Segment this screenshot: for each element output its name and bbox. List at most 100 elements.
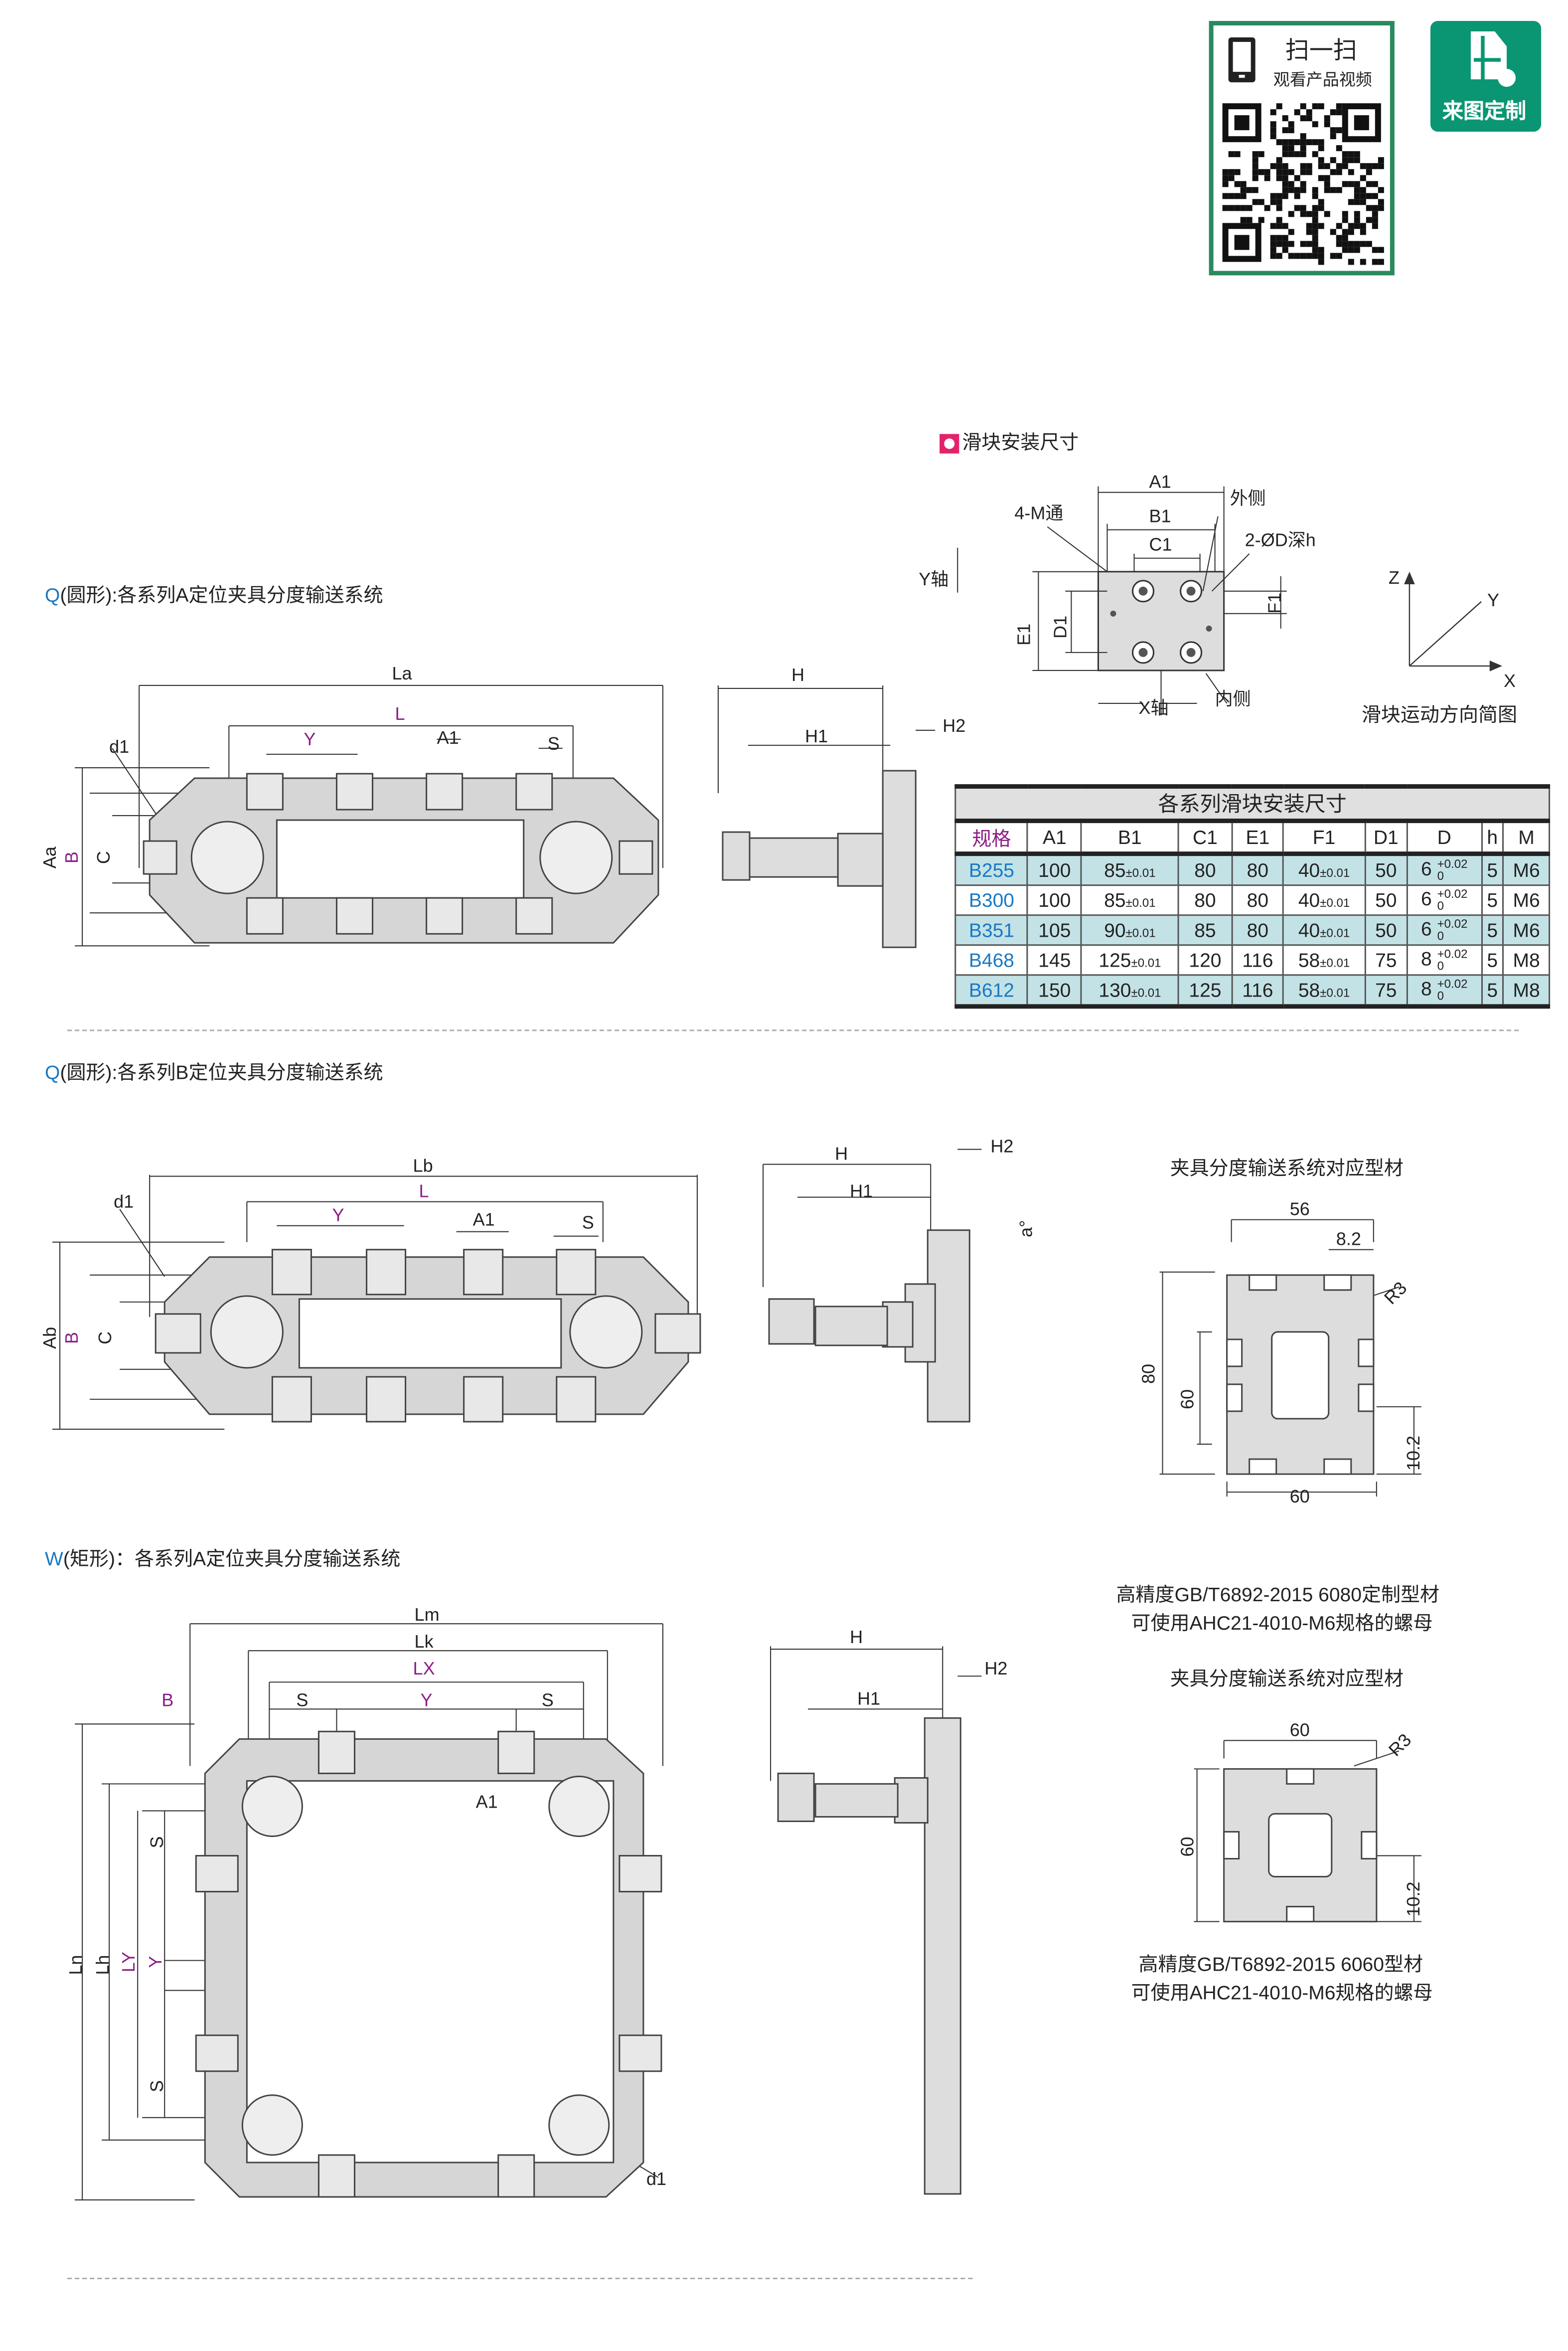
cell-a1: 105 bbox=[1027, 914, 1083, 946]
dim-h-outer: 80 bbox=[1138, 1363, 1159, 1384]
dim-b: B bbox=[61, 851, 83, 864]
cell-c1: 125 bbox=[1177, 974, 1233, 1009]
dim-lh: Lh bbox=[92, 1955, 114, 1975]
label-inner: 内侧 bbox=[1215, 688, 1251, 709]
dim-h: H bbox=[791, 664, 805, 685]
axis-x: X bbox=[1504, 670, 1516, 691]
cell-b1: 125±0.01 bbox=[1081, 944, 1179, 976]
cell-spec: B612 bbox=[954, 974, 1029, 1009]
profile-6080-drawing bbox=[1159, 1219, 1421, 1497]
col-header: B1 bbox=[1081, 820, 1179, 856]
cell-m: M6 bbox=[1503, 914, 1551, 946]
col-header: D bbox=[1407, 820, 1482, 856]
axis-y: Y bbox=[1487, 589, 1500, 611]
dim-h: H bbox=[835, 1143, 848, 1165]
dim-ab: Ab bbox=[39, 1327, 61, 1349]
profile1-line2: 可使用AHC21-4010-M6规格的螺母 bbox=[1131, 1612, 1433, 1635]
dim-depth: 10.2 bbox=[1403, 1435, 1424, 1471]
dim-l: L bbox=[395, 703, 405, 724]
profile2-line1: 高精度GB/T6892-2015 6060型材 bbox=[1138, 1953, 1423, 1976]
profile1-line1: 高精度GB/T6892-2015 6080定制型材 bbox=[1116, 1583, 1440, 1606]
dim-c: C bbox=[93, 851, 115, 864]
cell-c1: 120 bbox=[1177, 944, 1233, 976]
section-marker-icon bbox=[940, 434, 959, 454]
axis-z: Z bbox=[1388, 567, 1400, 588]
dim-y: Y bbox=[304, 728, 316, 750]
cell-f1: 40±0.01 bbox=[1282, 884, 1366, 916]
dim-w-top: 60 bbox=[1289, 1719, 1310, 1741]
dim-slot: 8.2 bbox=[1336, 1228, 1361, 1250]
dim-s: S bbox=[541, 1689, 554, 1711]
dim-b: B bbox=[61, 1332, 83, 1344]
dim-lx: LX bbox=[413, 1658, 435, 1679]
cell-a1: 150 bbox=[1027, 974, 1083, 1009]
dim-c1: C1 bbox=[1149, 534, 1172, 555]
cell-e1: 80 bbox=[1231, 884, 1284, 916]
dim-aa: Aa bbox=[39, 846, 61, 869]
dim-lm: Lm bbox=[414, 1604, 440, 1626]
cell-f1: 58±0.01 bbox=[1282, 974, 1366, 1009]
cell-f1: 40±0.01 bbox=[1282, 914, 1366, 946]
qr-subtitle: 观看产品视频 bbox=[1273, 72, 1372, 90]
dim-e1: E1 bbox=[1013, 623, 1035, 646]
dim-lb: Lb bbox=[413, 1155, 433, 1176]
slider-spec-table: 各系列滑块安装尺寸 规格 A1 B1 C1 E1 F1 D1 D h M B25… bbox=[954, 784, 1551, 1009]
dim-w-bottom: 60 bbox=[1289, 1486, 1310, 1508]
divider bbox=[67, 1029, 1519, 1031]
cell-spec: B351 bbox=[954, 914, 1029, 946]
dim-s: S bbox=[547, 733, 560, 755]
dim-ly: LY bbox=[118, 1951, 139, 1973]
cell-b1: 85±0.01 bbox=[1081, 884, 1179, 916]
cell-h: 5 bbox=[1480, 944, 1505, 976]
cell-a1: 100 bbox=[1027, 884, 1083, 916]
dim-h1: H1 bbox=[805, 725, 828, 747]
dim-h2: H2 bbox=[942, 715, 966, 736]
cell-c1: 80 bbox=[1177, 884, 1233, 916]
label-x-axis: X轴 bbox=[1138, 697, 1169, 718]
cell-b1: 130±0.01 bbox=[1081, 974, 1179, 1009]
col-header: 规格 bbox=[954, 820, 1029, 856]
dim-h: 60 bbox=[1177, 1837, 1198, 1857]
dim-depth: 10.2 bbox=[1403, 1881, 1424, 1917]
dim-y: Y bbox=[420, 1689, 433, 1711]
custom-drawing-label: 来图定制 bbox=[1442, 99, 1527, 123]
cell-h: 5 bbox=[1480, 974, 1505, 1009]
cell-m: M8 bbox=[1503, 974, 1551, 1009]
cell-d1: 75 bbox=[1364, 974, 1409, 1009]
dim-d1: d1 bbox=[646, 2168, 666, 2189]
dim-angle: a° bbox=[1015, 1220, 1037, 1237]
cell-h: 5 bbox=[1480, 853, 1505, 886]
dim-radius: R3 bbox=[1380, 1277, 1411, 1309]
custom-drawing-badge[interactable]: 来图定制 bbox=[1430, 21, 1542, 132]
dim-b1: B1 bbox=[1149, 505, 1171, 527]
col-header: C1 bbox=[1177, 820, 1233, 856]
slider-title: 滑块安装尺寸 bbox=[962, 431, 1079, 454]
cell-m: M6 bbox=[1503, 853, 1551, 886]
profile2-title: 夹具分度输送系统对应型材 bbox=[1170, 1667, 1404, 1690]
cell-d1: 50 bbox=[1364, 884, 1409, 916]
cell-d1: 75 bbox=[1364, 944, 1409, 976]
label-y-axis: Y轴 bbox=[919, 568, 949, 590]
cell-f1: 40±0.01 bbox=[1282, 853, 1366, 886]
col-header: A1 bbox=[1027, 820, 1083, 856]
dim-y: Y bbox=[332, 1204, 344, 1226]
phone-icon bbox=[1228, 37, 1255, 83]
dim-h1: H1 bbox=[850, 1180, 873, 1202]
cell-e1: 116 bbox=[1231, 944, 1284, 976]
col-header: F1 bbox=[1282, 820, 1366, 856]
col-header: D1 bbox=[1364, 820, 1409, 856]
profile2-line2: 可使用AHC21-4010-M6规格的螺母 bbox=[1131, 1981, 1433, 2004]
qr-code-card[interactable]: 扫一扫 观看产品视频 bbox=[1209, 21, 1395, 276]
qr-title: 扫一扫 bbox=[1285, 39, 1357, 65]
cell-e1: 80 bbox=[1231, 853, 1284, 886]
dim-s: S bbox=[147, 2080, 168, 2092]
dim-h2: H2 bbox=[990, 1136, 1014, 1157]
cell-spec: B300 bbox=[954, 884, 1029, 916]
